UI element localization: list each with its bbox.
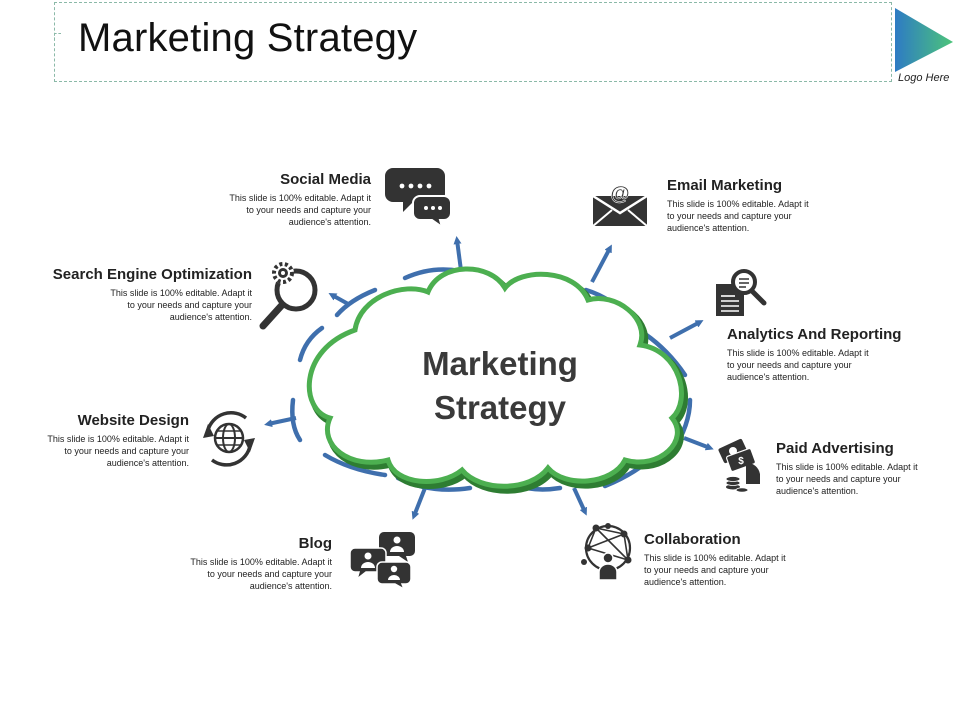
node-analytics-desc: This slide is 100% editable. Adapt it to… [727,347,902,383]
center-title-line1: Marketing [422,345,578,382]
title-frame [54,2,892,82]
node-social-media-desc: This slide is 100% editable. Adapt it to… [196,192,371,228]
desc-line: audience's attention. [644,577,727,587]
node-collaboration: Collaboration This slide is 100% editabl… [644,531,819,588]
node-email-marketing-title: Email Marketing [667,177,783,194]
node-paid-advertising: Paid Advertising This slide is 100% edit… [776,440,951,497]
node-analytics: Analytics And Reporting This slide is 10… [727,326,902,383]
arrow-email [590,244,612,283]
node-social-media-title: Social Media [280,171,371,188]
cloud-shape [306,266,688,494]
desc-line: This slide is 100% editable. Adapt it [47,434,189,444]
desc-line: This slide is 100% editable. Adapt it [110,288,252,298]
desc-line: This slide is 100% editable. Adapt it [776,462,918,472]
envelope-at-icon: @ [592,183,648,227]
logo-triangle-icon [895,8,953,72]
network-person-icon [581,523,632,581]
desc-line: This slide is 100% editable. Adapt it [727,348,869,358]
desc-line: to your needs and capture your [667,211,792,221]
chat-bubbles-icon [385,168,452,230]
desc-line: This slide is 100% editable. Adapt it [229,193,371,203]
node-social-media: Social Media This slide is 100% editable… [196,171,371,228]
desc-line: to your needs and capture your [727,360,852,370]
arrow-collaboration [572,487,587,516]
desc-line: to your needs and capture your [776,474,901,484]
svg-text:@: @ [610,183,630,205]
desc-line: audience's attention. [249,581,332,591]
desc-line: audience's attention. [727,372,810,382]
node-email-marketing-desc: This slide is 100% editable. Adapt it to… [667,198,842,234]
gear-magnifier-icon [259,262,318,330]
node-seo-title: Search Engine Optimization [52,266,252,283]
page-title: Marketing Strategy [78,16,418,60]
node-paid-advertising-title: Paid Advertising [776,440,894,457]
node-website-design-desc: This slide is 100% editable. Adapt it to… [14,433,189,469]
desc-line: audience's attention. [169,312,252,322]
desc-line: This slide is 100% editable. Adapt it [644,553,786,563]
logo-text: Logo Here [898,72,950,84]
node-email-marketing: Email Marketing This slide is 100% edita… [667,177,842,234]
desc-line: This slide is 100% editable. Adapt it [667,199,809,209]
desc-line: audience's attention. [288,217,371,227]
node-website-design-title: Website Design [77,412,189,429]
node-blog: Blog This slide is 100% editable. Adapt … [157,535,332,592]
node-collaboration-desc: This slide is 100% editable. Adapt it to… [644,552,819,588]
svg-text:$: $ [738,456,744,467]
arrow-paid-advertising [683,436,714,451]
desc-line: to your needs and capture your [246,205,371,215]
node-blog-desc: This slide is 100% editable. Adapt it to… [157,556,332,592]
arrow-website-design [264,416,297,428]
connector-arrows [264,236,714,520]
node-paid-advertising-desc: This slide is 100% editable. Adapt it to… [776,461,951,497]
center-title-line2: Strategy [433,389,567,426]
node-seo-desc: This slide is 100% editable. Adapt it to… [77,287,252,323]
arrow-blog [411,487,427,520]
desc-line: audience's attention. [776,486,859,496]
desc-line: audience's attention. [667,223,750,233]
arrow-analytics [669,320,704,340]
document-magnifier-icon [716,269,767,316]
desc-line: to your needs and capture your [207,569,332,579]
node-collaboration-title: Collaboration [644,531,741,548]
node-website-design: Website Design This slide is 100% editab… [14,412,189,469]
node-blog-title: Blog [298,535,332,552]
arrow-seo [328,293,351,307]
node-seo: Search Engine Optimization This slide is… [40,266,252,323]
center-title: Marketing Strategy [385,342,615,430]
desc-line: to your needs and capture your [644,565,769,575]
node-analytics-title: Analytics And Reporting [727,326,902,343]
desc-line: This slide is 100% editable. Adapt it [190,557,332,567]
desc-line: audience's attention. [106,458,189,468]
money-hand-icon: $ [718,438,760,493]
people-chat-icon [349,532,415,591]
globe-cycle-icon [203,411,255,467]
desc-line: to your needs and capture your [64,446,189,456]
desc-line: to your needs and capture your [127,300,252,310]
